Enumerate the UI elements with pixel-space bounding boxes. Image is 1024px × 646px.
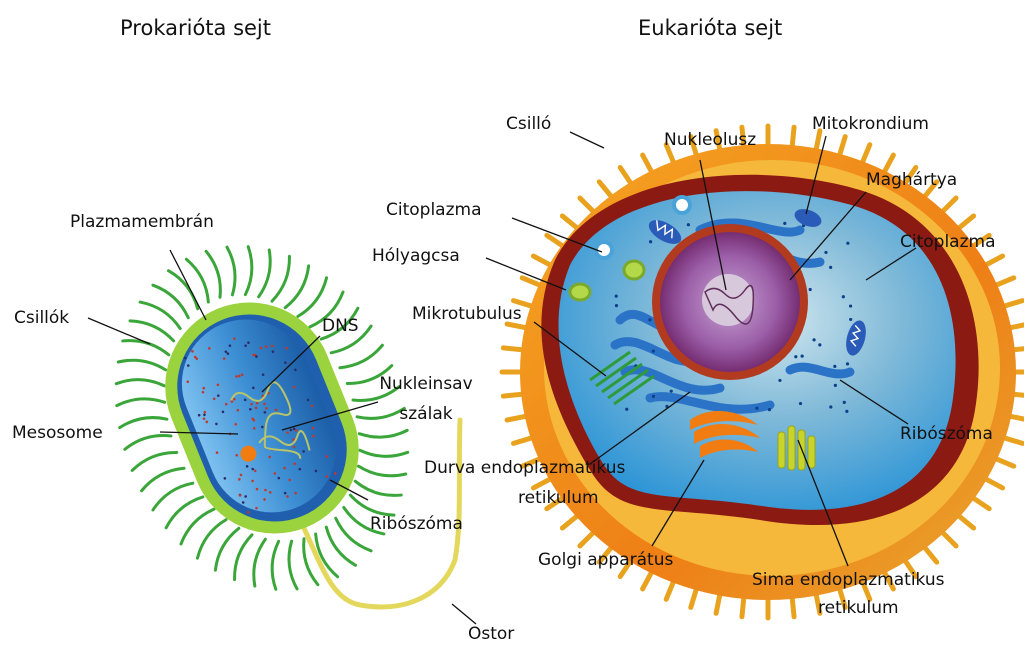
bacteria-cilium <box>359 430 407 437</box>
bacteria-cilium <box>117 399 165 406</box>
er-ribosome-dot <box>768 408 771 411</box>
bacteria-cilium <box>350 495 394 515</box>
er-ribosome-dot <box>809 288 812 291</box>
label-durva-er-line2: retikulum <box>518 488 599 508</box>
er-ribosome-dot <box>687 223 690 226</box>
er-ribosome-dot <box>799 402 802 405</box>
bacteria-cilium <box>272 256 289 301</box>
bacteria-cilium <box>336 518 371 551</box>
bacteria-cilium <box>181 509 214 544</box>
bacteria-cilium <box>120 418 167 428</box>
bacteria-cilium <box>227 247 235 295</box>
label-eukaryote-riboszoma: Ribószóma <box>900 424 993 444</box>
bacteria-cilium <box>235 535 252 580</box>
vesicle-3 <box>624 261 644 279</box>
vesicle-4 <box>570 284 590 300</box>
er-ribosome-dot <box>652 395 655 398</box>
bacteria-cilium <box>360 450 408 456</box>
label-mesosome: Mesosome <box>12 423 103 443</box>
label-nukleinsav-line1: Nukleinsav <box>374 374 478 394</box>
bacteria-cilium <box>186 259 208 302</box>
bacteria-cilium <box>289 541 297 589</box>
er-ribosome-dot <box>615 304 618 307</box>
label-durva-er-line1: Durva endoplazmatikus <box>424 458 625 478</box>
er-ribosome-dot <box>755 407 758 410</box>
er-ribosome-dot <box>843 401 846 404</box>
er-ribosome-dot <box>670 390 673 393</box>
label-citoplazma-right: Citoplazma <box>900 232 996 252</box>
label-csillo: Csilló <box>506 114 551 134</box>
label-mikrotubulus: Mikrotubulus <box>412 304 522 324</box>
er-ribosome-dot <box>846 362 849 365</box>
er-ribosome-dot <box>778 379 781 382</box>
bacteria-cilium <box>118 360 165 370</box>
er-ribosome-dot <box>824 251 827 254</box>
er-ribosome-dot <box>783 222 786 225</box>
nucleolus <box>702 274 754 326</box>
er-ribosome-dot <box>794 355 797 358</box>
er-ribosome-dot <box>615 295 618 298</box>
bacteria-cilium <box>245 247 251 295</box>
er-ribosome-dot <box>829 266 832 269</box>
bacteria-cilium <box>116 380 164 386</box>
label-mitokrondium: Mitokrondium <box>812 114 929 134</box>
label-maghartya: Maghártya <box>866 170 957 190</box>
prokaryote-title: Prokarióta sejt <box>120 16 271 40</box>
label-ostor: Ostor <box>468 624 514 644</box>
er-ribosome-dot <box>833 365 836 368</box>
bacteria-cilium <box>254 539 266 586</box>
er-ribosome-dot <box>845 410 848 413</box>
label-sima-er-line1: Sima endoplazmatikus <box>752 570 945 590</box>
label-golgi: Golgi apparátus <box>538 550 673 570</box>
eukaryote-title: Eukarióta sejt <box>638 16 782 40</box>
bacteria-cilium <box>153 285 188 318</box>
bacteria-cilium <box>298 278 327 317</box>
er-ribosome-dot <box>812 338 815 341</box>
er-ribosome-dot <box>649 240 652 243</box>
er-ribosome-dot <box>849 318 852 321</box>
label-plazmamembran: Plazmamembrán <box>70 212 214 232</box>
label-nukleolusz: Nukleolusz <box>664 130 756 150</box>
bacteria-cilium <box>125 436 171 450</box>
label-nukleinsav-line2: szálak <box>374 404 478 424</box>
label-prokaryote-riboszoma: Ribószóma <box>370 514 463 534</box>
bacteria-cilium <box>272 541 278 589</box>
er-ribosome-dot <box>842 295 845 298</box>
er-ribosome-dot <box>834 384 837 387</box>
er-ribosome-dot <box>818 343 821 346</box>
label-holyagcsa: Hólyagcsa <box>372 246 460 266</box>
er-ribosome-dot <box>801 355 804 358</box>
er-ribosome-dot <box>652 350 655 353</box>
bacteria-cilium <box>197 520 226 559</box>
bacteria-cilium <box>132 452 177 470</box>
vesicle-2 <box>674 197 690 213</box>
er-ribosome-dot <box>849 304 852 307</box>
bacteria-cilium <box>166 497 203 528</box>
bacteria-cilium <box>259 250 271 297</box>
er-ribosome-dot <box>625 408 628 411</box>
label-sima-er-line2: retikulum <box>818 598 899 618</box>
er-ribosome-dot <box>829 405 832 408</box>
bacteria-cilium <box>358 466 405 476</box>
bacteria-cilium <box>355 481 401 495</box>
label-csillok: Csillók <box>14 308 69 328</box>
label-citoplazma-left: Citoplazma <box>386 200 482 220</box>
er-ribosome-dot <box>648 318 651 321</box>
er-ribosome-dot <box>846 242 849 245</box>
bacteria-cilium <box>206 251 220 297</box>
label-dns: DNS <box>322 316 359 336</box>
bacteria-cilium <box>326 527 355 565</box>
